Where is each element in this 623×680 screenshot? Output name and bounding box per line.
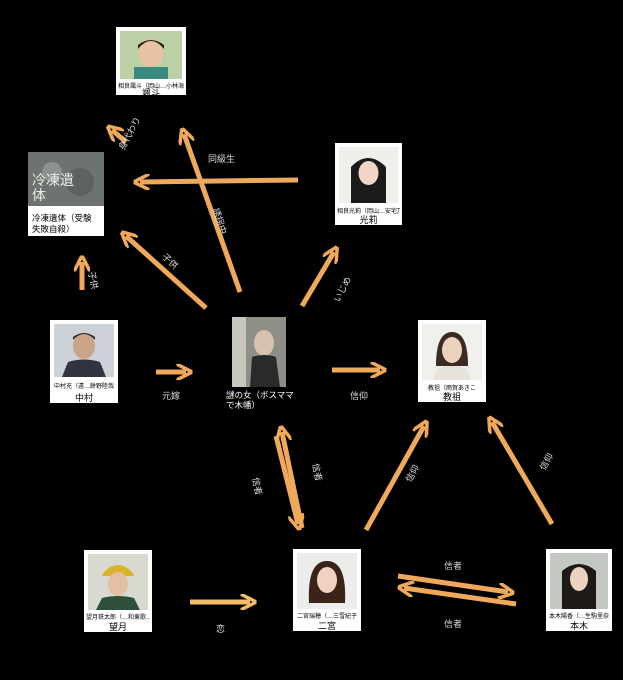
frozen-body-line2: 失敗自殺）: [32, 225, 75, 235]
mochizuki-name: 望月: [108, 623, 127, 633]
man-portrait-icon: [54, 324, 114, 377]
woman-portrait-icon: [232, 317, 286, 387]
nakamura-caption: 中村充（遠…餅野陸哉: [53, 383, 114, 390]
node-motoki: 本木陽香（…生駒里奈 本木: [546, 549, 612, 632]
arrow-ninomiya-kyouso: [363, 426, 424, 532]
node-hikari: 相良光莉（岡山…安宅乃せ 光莉: [335, 143, 402, 226]
kyouso-photo: [422, 324, 482, 380]
node-mystery-woman: 謎の女（ボスママ で木幡）: [226, 317, 294, 411]
arrow-ninomiya-motoki: [397, 573, 508, 592]
motoki-caption: 本木陽香（…生駒里奈: [548, 613, 609, 620]
arrow-motoki-ninomiya: [404, 588, 517, 607]
arrow-woman-hikari: [299, 252, 334, 308]
arrow-ninomiya-woman: [282, 432, 305, 529]
arrow-hayato-frozen: [112, 130, 128, 144]
frozen-body-image: [28, 152, 104, 206]
node-nakamura: 中村充（遠…餅野陸哉 中村: [50, 320, 118, 404]
label-ninomiya-motoki: 信者: [444, 562, 463, 572]
courier-portrait-icon: [88, 554, 148, 610]
mystery-woman-photo: [232, 317, 286, 387]
girl-portrait-icon: [339, 147, 398, 203]
motoki-name: 本木: [569, 622, 588, 632]
node-mochizuki: 望月鉄太郎（…和東歌… 望月: [84, 550, 152, 633]
hayato-photo: [120, 31, 182, 79]
motoki-photo: [550, 553, 608, 609]
leader-portrait-icon: [422, 324, 482, 380]
boy-portrait-icon: [120, 31, 182, 79]
kyouso-name: 教祖: [442, 393, 461, 403]
node-ninomiya: 二宮瑞穂（…三雪紀子 二宮: [293, 549, 361, 632]
label-nakamura-woman: 元嫁: [162, 392, 181, 402]
ninomiya-name: 二宮: [317, 622, 336, 632]
arrow-woman-frozen: [126, 236, 208, 310]
woman-smiling-portrait-icon: [297, 553, 357, 609]
arrow-hikari-frozen: [140, 180, 299, 182]
node-hayato: 相良颯斗（岡山…小林海汰） 颯斗: [116, 27, 186, 99]
label-woman-kyouso: 信仰: [350, 392, 369, 402]
ninomiya-caption: 二宮瑞穂（…三雪紀子: [296, 613, 357, 620]
hikari-caption: 相良光莉（岡山…安宅乃せ: [337, 208, 400, 215]
hikari-name: 光莉: [359, 216, 378, 226]
hikari-photo: [339, 147, 398, 203]
label-motoki-ninomiya: 信者: [444, 620, 463, 630]
frozen-body-line1: 冷凍遺体（受験: [32, 214, 92, 224]
mochizuki-caption: 望月鉄太郎（…和東歌…: [86, 614, 150, 621]
node-kyouso: 教祖（雨賀あきこ 教祖: [418, 320, 486, 403]
ninomiya-photo: [297, 553, 357, 609]
mystery-woman-line1: 謎の女（ボスママ: [226, 391, 294, 401]
frozen-body-image-text: 冷凍遺体: [32, 173, 74, 204]
label-hikari-frozen: 同級生: [208, 155, 236, 165]
frozen-body-texture: [28, 152, 104, 206]
hayato-name: 颯斗: [141, 89, 160, 99]
hayato-caption: 相良颯斗（岡山…小林海汰）: [118, 83, 184, 90]
arrow-woman-hayato: [184, 134, 243, 293]
nakamura-photo: [54, 324, 114, 377]
node-frozen-body: 冷凍遺体 冷凍遺体（受験 失敗自殺）: [28, 152, 104, 236]
young-woman-portrait-icon: [550, 553, 608, 609]
arrow-motoki-kyouso: [492, 422, 555, 526]
mystery-woman-line2: で木幡）: [226, 401, 261, 411]
mochizuki-photo: [88, 554, 148, 610]
kyouso-caption: 教祖（雨賀あきこ: [427, 385, 476, 392]
label-mochizuki-ninomiya: 恋: [216, 625, 226, 635]
nakamura-name: 中村: [74, 394, 93, 404]
arrow-woman-ninomiya: [273, 435, 298, 524]
